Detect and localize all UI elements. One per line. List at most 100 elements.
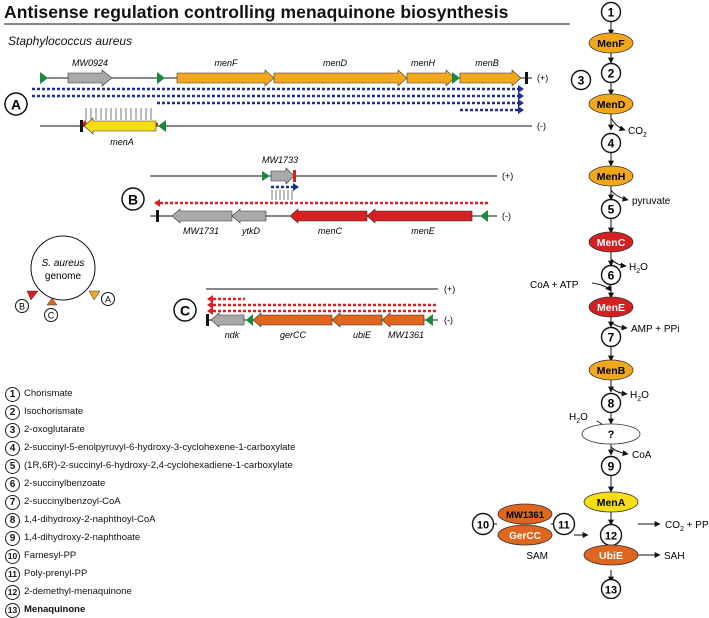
gene-menh-label: menH [411, 58, 436, 68]
figure-canvas: A (+) MW0924 menF menD menH menB [0, 0, 709, 599]
side-sah: SAH [664, 551, 685, 562]
legend-item-6: 2-succinylbenzoate [24, 478, 105, 489]
gene-ubie-label: ubiE [353, 330, 372, 340]
gene-menb-label: menB [475, 58, 499, 68]
svg-text:GerCC: GerCC [509, 531, 541, 542]
gene-mw1731 [172, 209, 232, 223]
panel-b-transcript-head [293, 183, 299, 191]
legend-num-11: 11 [5, 567, 20, 582]
side-co2-ppi: CO2 + PPi [665, 520, 709, 533]
side-amp-ppi: AMP + PPi [631, 324, 679, 335]
enzyme-menb: MenB [589, 360, 633, 380]
gene-mena [84, 118, 156, 134]
panel-b-promoter-1 [262, 171, 270, 181]
genome-marker-a-label: A [105, 295, 111, 305]
panel-c-minus-label: (-) [444, 315, 453, 325]
panel-b-antisense-head [154, 199, 160, 207]
gene-ndk [211, 313, 244, 327]
panel-c-label: C [180, 303, 190, 319]
svg-text:11: 11 [558, 520, 570, 532]
genome-label-2: genome [45, 271, 82, 282]
legend-num-1: 1 [5, 387, 20, 402]
gene-menf [177, 70, 274, 86]
svg-text:MenF: MenF [597, 38, 625, 50]
svg-text:5: 5 [608, 203, 615, 217]
side-h2o-2: H2O [630, 390, 649, 403]
svg-text:MenA: MenA [597, 497, 626, 509]
panel-b: B (+) MW1733 (-) MW1731 ytkD menC menE [122, 155, 513, 236]
enzyme-mene: MenE [589, 297, 633, 317]
gene-menc-label: menC [318, 226, 343, 236]
legend-item-9: 1,4-dihydroxy-2-naphthoate [24, 532, 140, 543]
gene-mend-label: menD [323, 58, 348, 68]
gene-ytkd-label: ytkD [241, 226, 261, 236]
compound-node-4: 4 [602, 134, 621, 153]
legend-num-6: 6 [5, 477, 20, 492]
panel-a: A (+) MW0924 menF menD menH menB [5, 58, 548, 147]
side-coa: CoA [632, 450, 652, 461]
compound-node-10: 10 [473, 514, 494, 535]
enzyme-mw1361: MW1361 [498, 504, 552, 524]
genome-label-1: S. aureus [42, 258, 85, 269]
legend-item-11: Poly-prenyl-PP [24, 568, 87, 579]
side-h2o-1: H2O [629, 262, 648, 275]
gene-mw1731-label: MW1731 [183, 226, 219, 236]
compound-node-8: 8 [602, 394, 621, 413]
legend-num-9: 9 [5, 531, 20, 546]
legend-item-4: 2-succinyl-5-enolpyruvyl-6-hydroxy-3-cyc… [24, 442, 295, 453]
panel-b-promoter-2 [480, 210, 488, 222]
svg-text:UbiE: UbiE [599, 550, 623, 562]
genome-marker-b-label: B [19, 302, 25, 312]
page-title: Antisense regulation controlling menaqui… [4, 2, 509, 23]
svg-text:7: 7 [608, 331, 615, 345]
enzyme-unknown: ? [582, 424, 640, 444]
gene-gercc-label: gerCC [280, 330, 307, 340]
side-coa-atp: CoA + ATP [530, 280, 579, 291]
gene-menf-label: menF [214, 58, 238, 68]
panel-a-terminator-2 [80, 120, 83, 132]
panel-a-promoter-1 [40, 72, 48, 84]
gene-gercc [253, 313, 332, 327]
legend-item-1: Chorismate [24, 388, 73, 399]
svg-text:10: 10 [477, 520, 489, 532]
gene-mene-label: menE [411, 226, 436, 236]
gene-mene [367, 209, 472, 223]
compound-node-6: 6 [602, 266, 621, 285]
panel-b-terminator-red [293, 170, 296, 182]
panel-c-terminator [206, 314, 209, 326]
gene-menc [290, 209, 367, 223]
enzyme-mend: MenD [589, 94, 633, 114]
panel-c-promoter-1 [246, 314, 253, 326]
legend-num-10: 10 [5, 549, 20, 564]
panel-c-antisense-3-head [207, 307, 213, 315]
legend-item-8: 1,4-dihydroxy-2-naphthoyl-CoA [24, 514, 155, 525]
compound-node-1: 1 [602, 3, 621, 22]
gene-mw1733-label: MW1733 [262, 155, 298, 165]
panel-a-label: A [11, 97, 21, 113]
legend-num-2: 2 [5, 405, 20, 420]
svg-text:MW1361: MW1361 [506, 510, 545, 521]
enzyme-mena: MenA [584, 492, 638, 512]
compound-node-9: 9 [602, 457, 621, 476]
panel-a-terminator-1 [525, 72, 528, 84]
svg-text:?: ? [608, 429, 615, 441]
compound-node-2: 2 [602, 64, 621, 83]
legend-num-3: 3 [5, 423, 20, 438]
panel-c: C (+) (-) ndk gerCC ubiE MW1361 [174, 284, 455, 340]
svg-text:MenH: MenH [597, 171, 626, 183]
compound-node-12: 12 [601, 525, 622, 546]
svg-text:2: 2 [608, 67, 615, 81]
panel-b-terminator-1 [156, 210, 159, 222]
panel-b-pairing-ticks [272, 190, 292, 200]
gene-ndk-label: ndk [225, 330, 240, 340]
gene-mw0924-label: MW0924 [72, 58, 108, 68]
compound-node-11: 11 [554, 514, 575, 535]
gene-ytkd [232, 209, 266, 223]
svg-text:MenC: MenC [597, 237, 626, 249]
legend-item-5: (1R,6R)-2-succinyl-6-hydroxy-2,4-cyclohe… [24, 460, 293, 471]
panel-c-promoter-2 [425, 314, 433, 326]
legend-item-3: 2-oxoglutarate [24, 424, 85, 435]
panel-c-plus-label: (+) [444, 284, 455, 294]
svg-text:4: 4 [608, 137, 615, 151]
gene-mw1361 [382, 313, 424, 327]
